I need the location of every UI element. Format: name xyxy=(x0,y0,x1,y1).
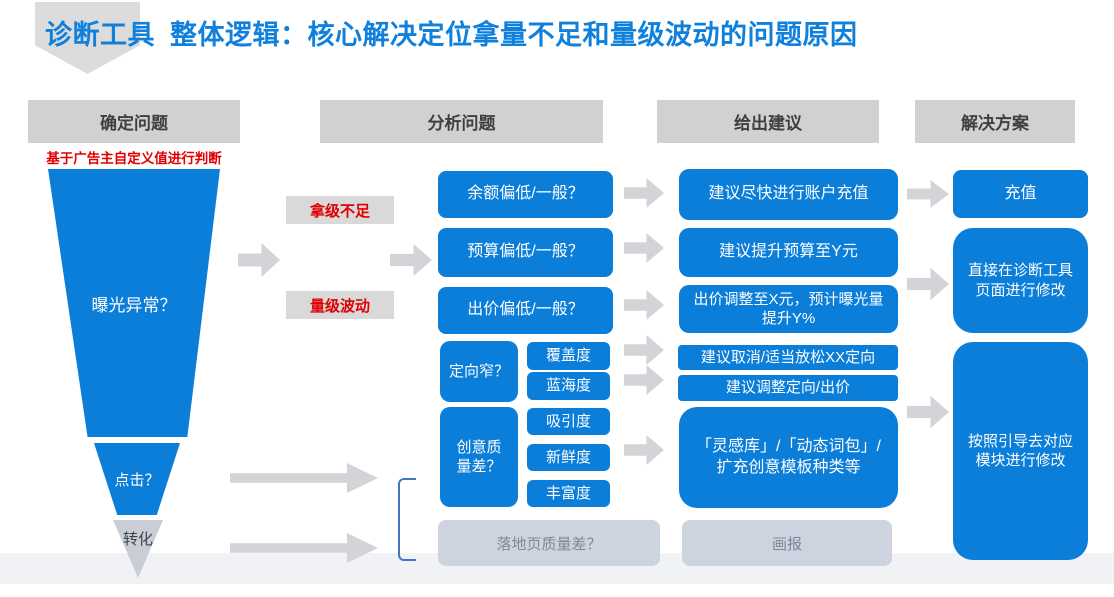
arrow-right-icon xyxy=(624,435,664,465)
suggestion-box-raise-budget: 建议提升预算至Y元 xyxy=(679,228,898,277)
suggestion-box-creative-tools: 「灵感库」/「动态词包」/扩充创意模板种类等 xyxy=(679,407,898,508)
page-title-text: 整体逻辑：核心解决定位拿量不足和量级波动的问题原因 xyxy=(170,20,858,50)
column-header-confirm-problem: 确定问题 xyxy=(28,100,240,143)
column-header-solution: 解决方案 xyxy=(915,100,1075,143)
cause-label-volume-shortage: 拿级不足 xyxy=(286,196,394,224)
column-header-analyze-problem: 分析问题 xyxy=(320,100,603,143)
suggestion-box-huabao: 画报 xyxy=(682,520,892,566)
solution-box-recharge: 充值 xyxy=(953,170,1088,218)
arrow-right-icon xyxy=(624,290,664,320)
arrow-right-icon xyxy=(907,180,949,208)
analysis-box-bid: 出价偏低/一般？ xyxy=(438,287,613,334)
arrow-right-icon xyxy=(238,243,280,277)
arrow-right-icon xyxy=(230,463,378,493)
analysis-box-budget: 预算偏低/一般？ xyxy=(438,228,613,277)
factor-box-bluesea: 蓝海度 xyxy=(527,372,610,400)
arrow-right-icon xyxy=(624,178,664,208)
funnel-stage-click: 点击？ xyxy=(94,443,180,515)
analysis-box-landing-page: 落地页质量差？ xyxy=(438,520,660,566)
factor-box-richness: 丰富度 xyxy=(527,480,610,507)
suggestion-box-adjust-bid: 出价调整至X元，预计曝光量提升Y% xyxy=(679,285,898,333)
analysis-box-creative: 创意质量差？ xyxy=(440,407,518,507)
arrow-right-icon xyxy=(624,335,664,365)
factor-box-attractiveness: 吸引度 xyxy=(527,408,610,435)
analysis-box-balance: 余额偏低/一般？ xyxy=(438,171,613,218)
suggestion-box-recharge: 建议尽快进行账户充值 xyxy=(679,169,898,220)
solution-box-edit-in-module: 按照引导去对应模块进行修改 xyxy=(953,342,1088,560)
factor-box-coverage: 覆盖度 xyxy=(527,342,610,370)
arrow-right-icon xyxy=(907,396,949,428)
factor-box-freshness: 新鲜度 xyxy=(527,444,610,471)
arrow-right-icon xyxy=(624,365,664,395)
arrow-right-icon xyxy=(390,244,432,276)
arrow-right-icon xyxy=(907,268,949,300)
solution-box-edit-in-tool: 直接在诊断工具页面进行修改 xyxy=(953,228,1088,333)
page-title-badge: 诊断工具 xyxy=(45,20,155,50)
analysis-box-targeting: 定向窄？ xyxy=(440,341,518,402)
group-bracket-icon xyxy=(398,478,416,561)
page-title: 诊断工具 整体逻辑：核心解决定位拿量不足和量级波动的问题原因 xyxy=(45,13,858,52)
suggestion-box-adjust-targeting-bid: 建议调整定向/出价 xyxy=(678,375,898,401)
funnel-note: 基于广告主自定义值进行判断 xyxy=(46,151,222,166)
cause-label-volume-fluctuation: 量级波动 xyxy=(286,291,394,319)
arrow-right-icon xyxy=(624,233,664,263)
suggestion-box-relax-targeting: 建议取消/适当放松XX定向 xyxy=(678,345,898,370)
funnel-stage-exposure: 曝光异常？ xyxy=(48,169,220,437)
column-header-give-suggestion: 给出建议 xyxy=(657,100,879,143)
